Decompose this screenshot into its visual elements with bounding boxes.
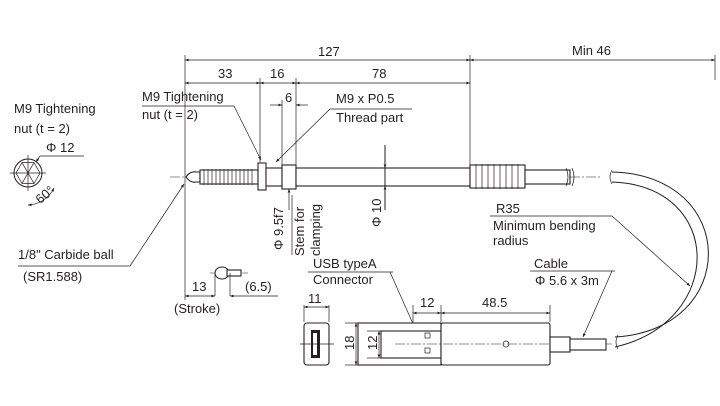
usb-plug-length-label: 12	[420, 295, 434, 310]
extension-lines	[184, 55, 716, 300]
dim-6: 6	[270, 90, 308, 107]
dim-16-label: 16	[270, 66, 284, 81]
stem-dia-label: Φ 9.5f7	[271, 207, 286, 250]
cable-callout: Cable Φ 5.6 x 3m	[530, 256, 615, 338]
usb-plug-height-label: 12	[365, 336, 380, 350]
nut-detail: M9 Tightening nut (t = 2) Φ 12 60°	[10, 101, 96, 207]
stroke-label: 13	[192, 279, 206, 294]
usb-label-2: Connector	[313, 272, 374, 287]
usb-width-label: 11	[308, 291, 322, 306]
thread-label-1: M9 x P0.5	[336, 91, 395, 106]
bend-callout: R35 Minimum bending radius	[490, 201, 691, 287]
usb-body-length-label: 48.5	[482, 295, 507, 310]
cable-label-1: Cable	[534, 256, 568, 271]
probe-body	[295, 167, 471, 187]
body-dia-dim: Φ 10	[369, 186, 387, 227]
nut-detail-dia-label: Φ 12	[46, 140, 74, 155]
ball-label-2: (SR1.588)	[23, 269, 82, 284]
nut-callout: M9 Tightening nut (t = 2)	[142, 89, 262, 161]
nut-label-1: M9 Tightening	[142, 89, 224, 104]
stem-label-1: Stem for	[292, 206, 307, 256]
dim-6-label: 6	[285, 90, 292, 105]
thread-callout: M9 x P0.5 Thread part	[275, 91, 412, 163]
dim-row2: 33 16 78	[185, 66, 470, 85]
cable-label-2: Φ 5.6 x 3m	[535, 273, 599, 288]
bend-label-1: R35	[496, 201, 520, 216]
dim-127: 127	[185, 44, 470, 62]
usb-connector: USB typeA Connector 11 18 12 12 48.5	[300, 256, 612, 366]
thread-part	[265, 167, 283, 187]
probe	[170, 145, 600, 210]
nut-detail-label-1: M9 Tightening	[14, 101, 96, 116]
cable	[609, 169, 709, 350]
bellows	[199, 169, 259, 185]
tightening-nut	[257, 162, 267, 191]
stroke-text: (Stroke)	[174, 301, 220, 316]
nut-label-2: nut (t = 2)	[142, 107, 198, 122]
stroke-dim: 13 (6.5) (Stroke)	[174, 266, 278, 316]
usb-height-label: 18	[342, 336, 357, 350]
ball-callout: 1/8" Carbide ball (SR1.588)	[18, 183, 185, 284]
dim-127-label: 127	[318, 44, 340, 59]
dim-78-label: 78	[372, 66, 386, 81]
thread-label-2: Thread part	[336, 110, 404, 125]
nut-detail-label-2: nut (t = 2)	[14, 121, 70, 136]
clamping-stem	[281, 164, 297, 190]
cable-boot	[469, 164, 526, 189]
body-dia-label: Φ 10	[369, 199, 384, 227]
stem-dia-dim: Φ 9.5f7 Stem for clamping	[271, 189, 323, 256]
tip-extra-label: (6.5)	[245, 279, 272, 294]
bend-label-3: radius	[493, 233, 529, 248]
dim-33-label: 33	[218, 66, 232, 81]
stem-label-2: clamping	[308, 204, 323, 256]
bend-label-2: Minimum bending	[493, 218, 596, 233]
nut-angle-label: 60°	[32, 183, 57, 207]
usb-label-1: USB typeA	[313, 256, 377, 271]
dim-min46: Min 46	[470, 43, 715, 62]
dim-min46-label: Min 46	[572, 43, 611, 58]
ball-label-1: 1/8" Carbide ball	[18, 247, 114, 262]
